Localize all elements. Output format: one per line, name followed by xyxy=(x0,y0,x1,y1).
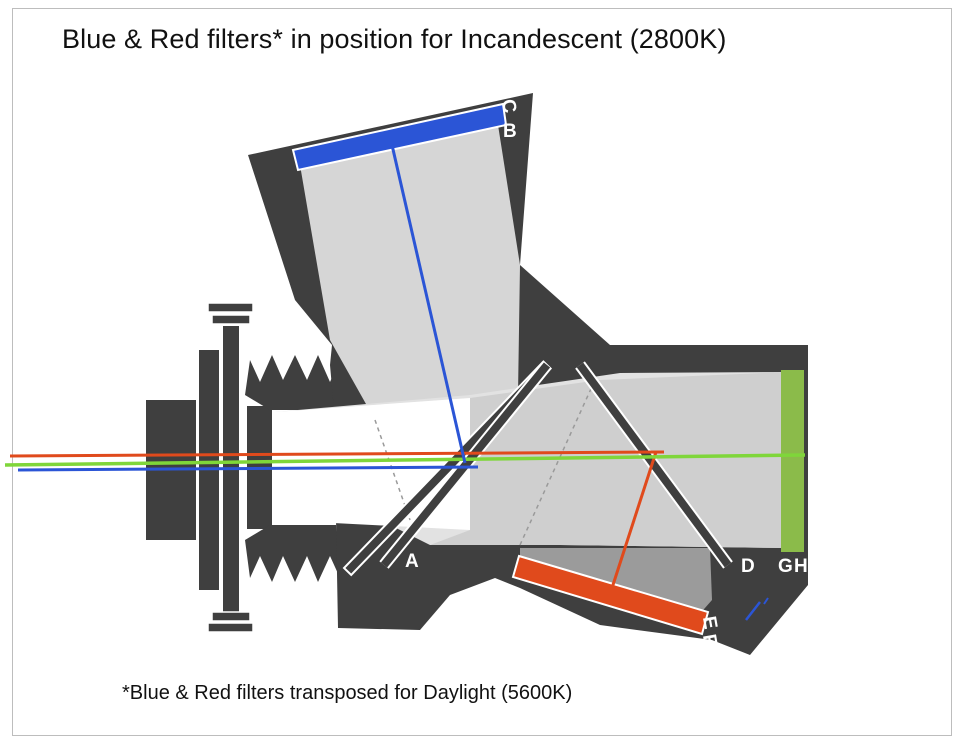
mirror-a-body xyxy=(380,362,551,568)
beam-bright-core xyxy=(275,398,470,530)
green-film-plate xyxy=(781,370,804,552)
blue-ray-incoming xyxy=(17,465,479,472)
hidden-edge-prism xyxy=(519,379,596,546)
blue-mark xyxy=(745,601,761,621)
prism-beam xyxy=(430,372,785,548)
label-d: D xyxy=(741,556,755,577)
footnote: *Blue & Red filters transposed for Dayli… xyxy=(122,682,573,704)
green-ray xyxy=(4,453,806,467)
lens-cap-top-outer xyxy=(207,302,254,313)
red-filter xyxy=(511,554,710,636)
upper-light-beam xyxy=(300,125,520,475)
blue-filter xyxy=(291,102,508,172)
red-ray-incoming xyxy=(9,450,665,458)
lens-cap-bottom-outer xyxy=(207,622,254,633)
label-g: G xyxy=(778,556,793,577)
diagram-title: Blue & Red filters* in position for Inca… xyxy=(62,24,727,54)
lens-cap-bottom-inner xyxy=(211,611,251,622)
lens-cap-top-inner xyxy=(211,314,251,325)
label-e: E xyxy=(698,615,721,631)
bellows-top xyxy=(245,355,340,410)
label-c: C xyxy=(497,98,520,115)
bellows-bottom xyxy=(245,525,340,582)
label-h: H xyxy=(794,556,808,577)
label-f: F xyxy=(698,633,721,648)
label-a: A xyxy=(405,551,419,572)
red-ray-reflected xyxy=(610,451,658,589)
label-b: B xyxy=(503,121,517,142)
blue-mark-small xyxy=(763,597,769,605)
blue-ray-reflected xyxy=(390,144,467,464)
mirror-d-body xyxy=(576,362,732,568)
hidden-edge-left xyxy=(374,419,411,521)
